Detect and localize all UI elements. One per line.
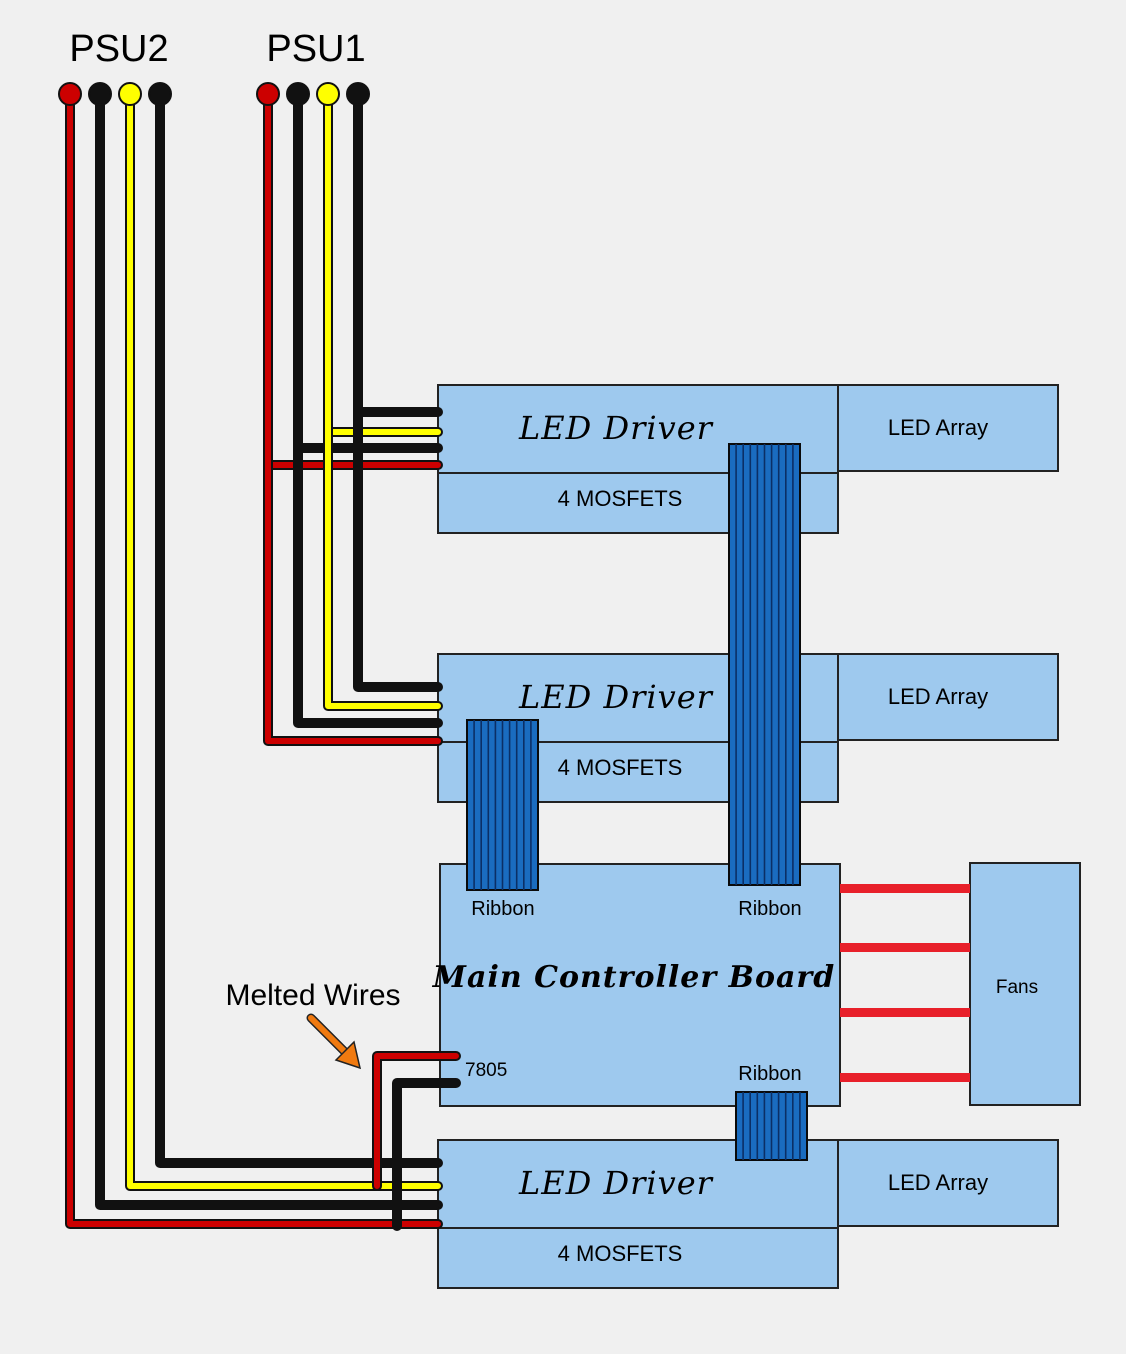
ribbon-cable-short xyxy=(466,719,539,891)
led-array-3-label: LED Array xyxy=(888,1170,988,1195)
psu1-black-wire xyxy=(355,91,441,690)
psu2-yellow-wire xyxy=(127,91,441,1189)
psu2-connector-pin-3 xyxy=(118,82,142,106)
psu1-connector-pin-4 xyxy=(346,82,370,106)
ribbon-label-right: Ribbon xyxy=(738,898,801,920)
psu1-connector-pin-1 xyxy=(256,82,280,106)
psu2-black-wire-b xyxy=(97,91,441,1208)
psu1-red-wire xyxy=(265,91,441,744)
ribbon-cables xyxy=(466,443,808,1161)
mosfets-1-label: 4 MOSFETS xyxy=(558,486,683,511)
led-array-1-label: LED Array xyxy=(888,415,988,440)
mosfets-3-label: 4 MOSFETS xyxy=(558,1241,683,1266)
psu2-connector-pin-4 xyxy=(148,82,172,106)
melted-wires-label: Melted Wires xyxy=(225,979,400,1012)
psu1-connector-pin-2 xyxy=(286,82,310,106)
fan-leads xyxy=(840,884,970,1082)
psu1-yellow-wire-outline xyxy=(323,89,443,711)
mosfets-2-label: 4 MOSFETS xyxy=(558,755,683,780)
led-driver-2-label: LED Driver xyxy=(518,678,714,716)
psu2-red-wire xyxy=(67,91,441,1227)
ribbon-label-bottom: Ribbon xyxy=(738,1063,801,1085)
led-array-2-label: LED Array xyxy=(888,684,988,709)
ribbon-cable-bottom xyxy=(735,1091,808,1161)
psu2-black-wire xyxy=(157,91,441,1166)
ribbon-label-left: Ribbon xyxy=(471,898,534,920)
psu2-yellow-wire-outline xyxy=(125,89,443,1191)
led-array-2 xyxy=(837,653,1059,741)
melted-wires-arrow xyxy=(306,1013,362,1070)
main-controller-board-label: Main Controller Board xyxy=(432,960,835,995)
psu2-connector-pin-2 xyxy=(88,82,112,106)
psu-connectors xyxy=(58,82,370,106)
led-driver-3-label: LED Driver xyxy=(518,1164,714,1202)
fans-box xyxy=(969,862,1081,1106)
mosfets-3 xyxy=(437,1227,839,1289)
led-array-1 xyxy=(837,384,1059,472)
melted-black-wire xyxy=(394,1080,459,1229)
main-controller-board xyxy=(439,863,841,1107)
led-array-3 xyxy=(837,1139,1059,1227)
power-wires xyxy=(65,89,461,1231)
psu1-label: PSU1 xyxy=(266,28,365,70)
psu1-black-wire-outline xyxy=(353,89,443,692)
psu1-connector-pin-3 xyxy=(316,82,340,106)
psu1-black-wire-b xyxy=(295,91,441,726)
ribbon-cable-long xyxy=(728,443,801,886)
psu2-label: PSU2 xyxy=(69,28,168,70)
regulator-7805-label: 7805 xyxy=(465,1060,507,1081)
psu2-connector-pin-1 xyxy=(58,82,82,106)
melted-red-wire xyxy=(374,1053,459,1189)
fans-label: Fans xyxy=(996,977,1038,998)
led-driver-1-label: LED Driver xyxy=(518,409,714,447)
psu1-yellow-wire xyxy=(325,91,441,709)
